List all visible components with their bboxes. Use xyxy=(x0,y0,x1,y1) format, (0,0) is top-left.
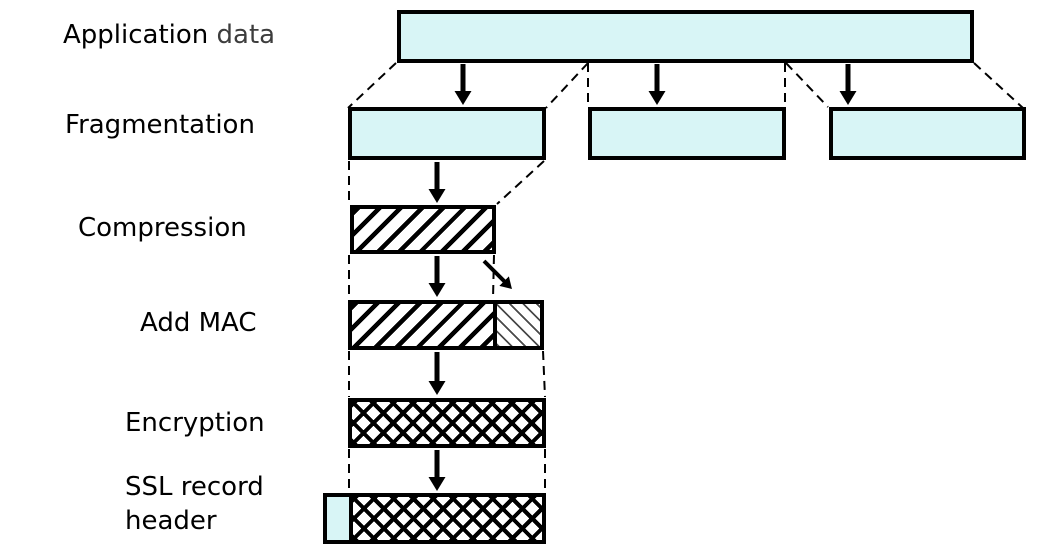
record-header-segment xyxy=(327,497,349,540)
label-fragmentation: Fragmentation xyxy=(65,110,255,140)
mac-insert-arrow xyxy=(482,259,512,289)
label-application-word: Application xyxy=(63,20,209,50)
ssl-record-box xyxy=(323,493,546,544)
encrypted-data-box xyxy=(348,398,546,448)
label-encryption: Encryption xyxy=(125,408,265,438)
fragment-box-1 xyxy=(348,107,546,160)
label-ssl-record-line1: SSL record xyxy=(125,472,264,502)
label-ssl-record-line2: header xyxy=(125,506,217,536)
label-data-word: data xyxy=(216,20,276,50)
label-compression: Compression xyxy=(78,213,247,243)
fragment-box-2 xyxy=(588,107,786,160)
application-data-box xyxy=(397,10,974,63)
mac-segment xyxy=(493,304,540,346)
fragment-box-3 xyxy=(829,107,1026,160)
add-mac-dashed-connectors xyxy=(348,254,495,300)
label-application-data: Application data xyxy=(63,18,275,52)
add-mac-box xyxy=(348,300,544,350)
mac-data-segment xyxy=(352,304,493,346)
encryption-dashed-connectors xyxy=(348,350,546,398)
fragmentation-dashed-connectors xyxy=(347,62,1024,109)
compression-dashed-connectors xyxy=(348,160,545,205)
label-ssl-record-header: SSL record header xyxy=(125,470,264,538)
label-add-mac: Add MAC xyxy=(140,308,257,338)
record-body-segment xyxy=(349,497,542,540)
compressed-data-box xyxy=(350,205,496,254)
record-dashed-connectors xyxy=(348,449,546,492)
